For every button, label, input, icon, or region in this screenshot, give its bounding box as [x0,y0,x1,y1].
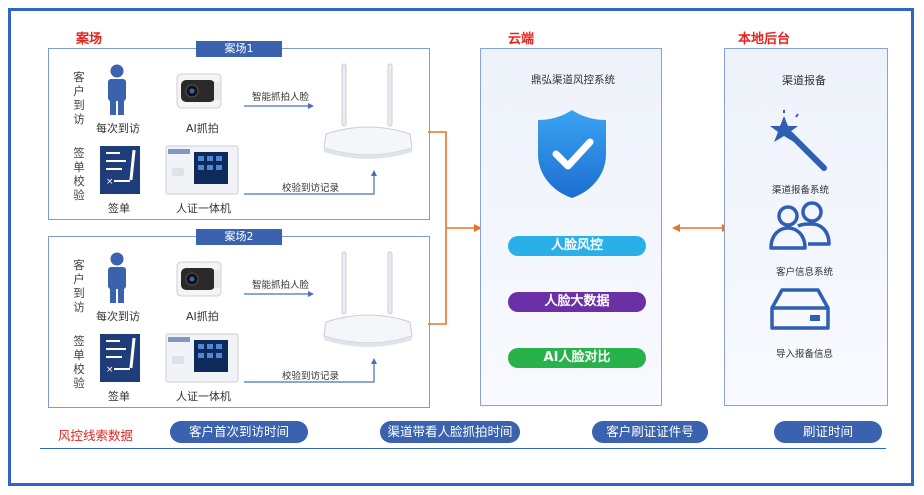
cloud-local-connector [672,224,730,232]
customer-info-system-label: 客户信息系统 [776,267,834,278]
flow-verify-arrow [244,170,377,195]
form-icon: × [100,334,140,382]
server-icon [770,288,830,330]
svg-text:×: × [106,177,114,187]
person-icon [108,64,126,115]
risk-clue-data-label: 风控线索数据 [58,428,134,443]
users-icon [769,201,831,250]
bottom-divider [40,448,886,449]
section-local-label: 本地后台 [738,32,791,47]
site-2-tab: 案场2 [196,229,282,245]
camera-icon [176,73,222,109]
sign-check-label: 签单校验 [73,334,85,390]
flow-capture-label: 智能抓拍人脸 [252,92,310,103]
flow-verify-label: 校验到访记录 [282,183,340,194]
id-card-number-pill: 客户刷证证件号 [592,421,708,443]
svg-text:×: × [106,365,114,375]
form-icon: × [100,146,140,194]
site-1-tab: 案场1 [196,41,282,57]
form-caption: 签单 [108,390,130,403]
camera-caption: AI抓拍 [186,122,219,135]
flow-capture-label: 智能抓拍人脸 [252,280,310,291]
terminal-caption: 人证一体机 [176,202,231,215]
shield-check-icon [538,110,606,198]
terminal-icon [165,145,239,195]
channel-capture-time-pill: 渠道带看人脸抓拍时间 [380,421,520,443]
person-caption: 每次到访 [96,310,140,323]
channel-report-system-label: 渠道报备系统 [772,185,830,196]
terminal-icon [165,333,239,383]
cloud-system-title: 鼎弘渠道风控系统 [531,74,615,86]
flow-capture-arrow [244,103,314,109]
sign-check-label: 签单校验 [73,146,85,202]
flow-verify-arrow [244,358,377,383]
card-swipe-time-pill: 刷证时间 [774,421,882,443]
customer-visit-label: 客户到访 [73,70,85,126]
person-icon [108,252,126,303]
section-cloud-label: 云端 [508,32,535,47]
first-visit-time-pill: 客户首次到访时间 [170,421,308,443]
flow-verify-label: 校验到访记录 [282,371,340,382]
local-title: 渠道报备 [782,74,826,87]
camera-icon [176,261,222,297]
customer-visit-label: 客户到访 [73,258,85,314]
form-caption: 签单 [108,202,130,215]
flow-capture-arrow [244,291,314,297]
terminal-caption: 人证一体机 [176,390,231,403]
ai-face-compare-pill: AI人脸对比 [508,348,646,368]
section-site-label: 案场 [76,32,103,47]
cloud-panel [480,48,662,406]
face-bigdata-pill: 人脸大数据 [508,292,646,312]
import-report-info-label: 导入报备信息 [776,349,834,360]
site-to-cloud-connector [428,131,482,325]
magic-wand-icon [770,110,827,171]
person-caption: 每次到访 [96,122,140,135]
router-icon [323,63,413,159]
local-panel [724,48,888,406]
face-risk-pill: 人脸风控 [508,236,646,256]
camera-caption: AI抓拍 [186,310,219,323]
router-icon [323,251,413,347]
